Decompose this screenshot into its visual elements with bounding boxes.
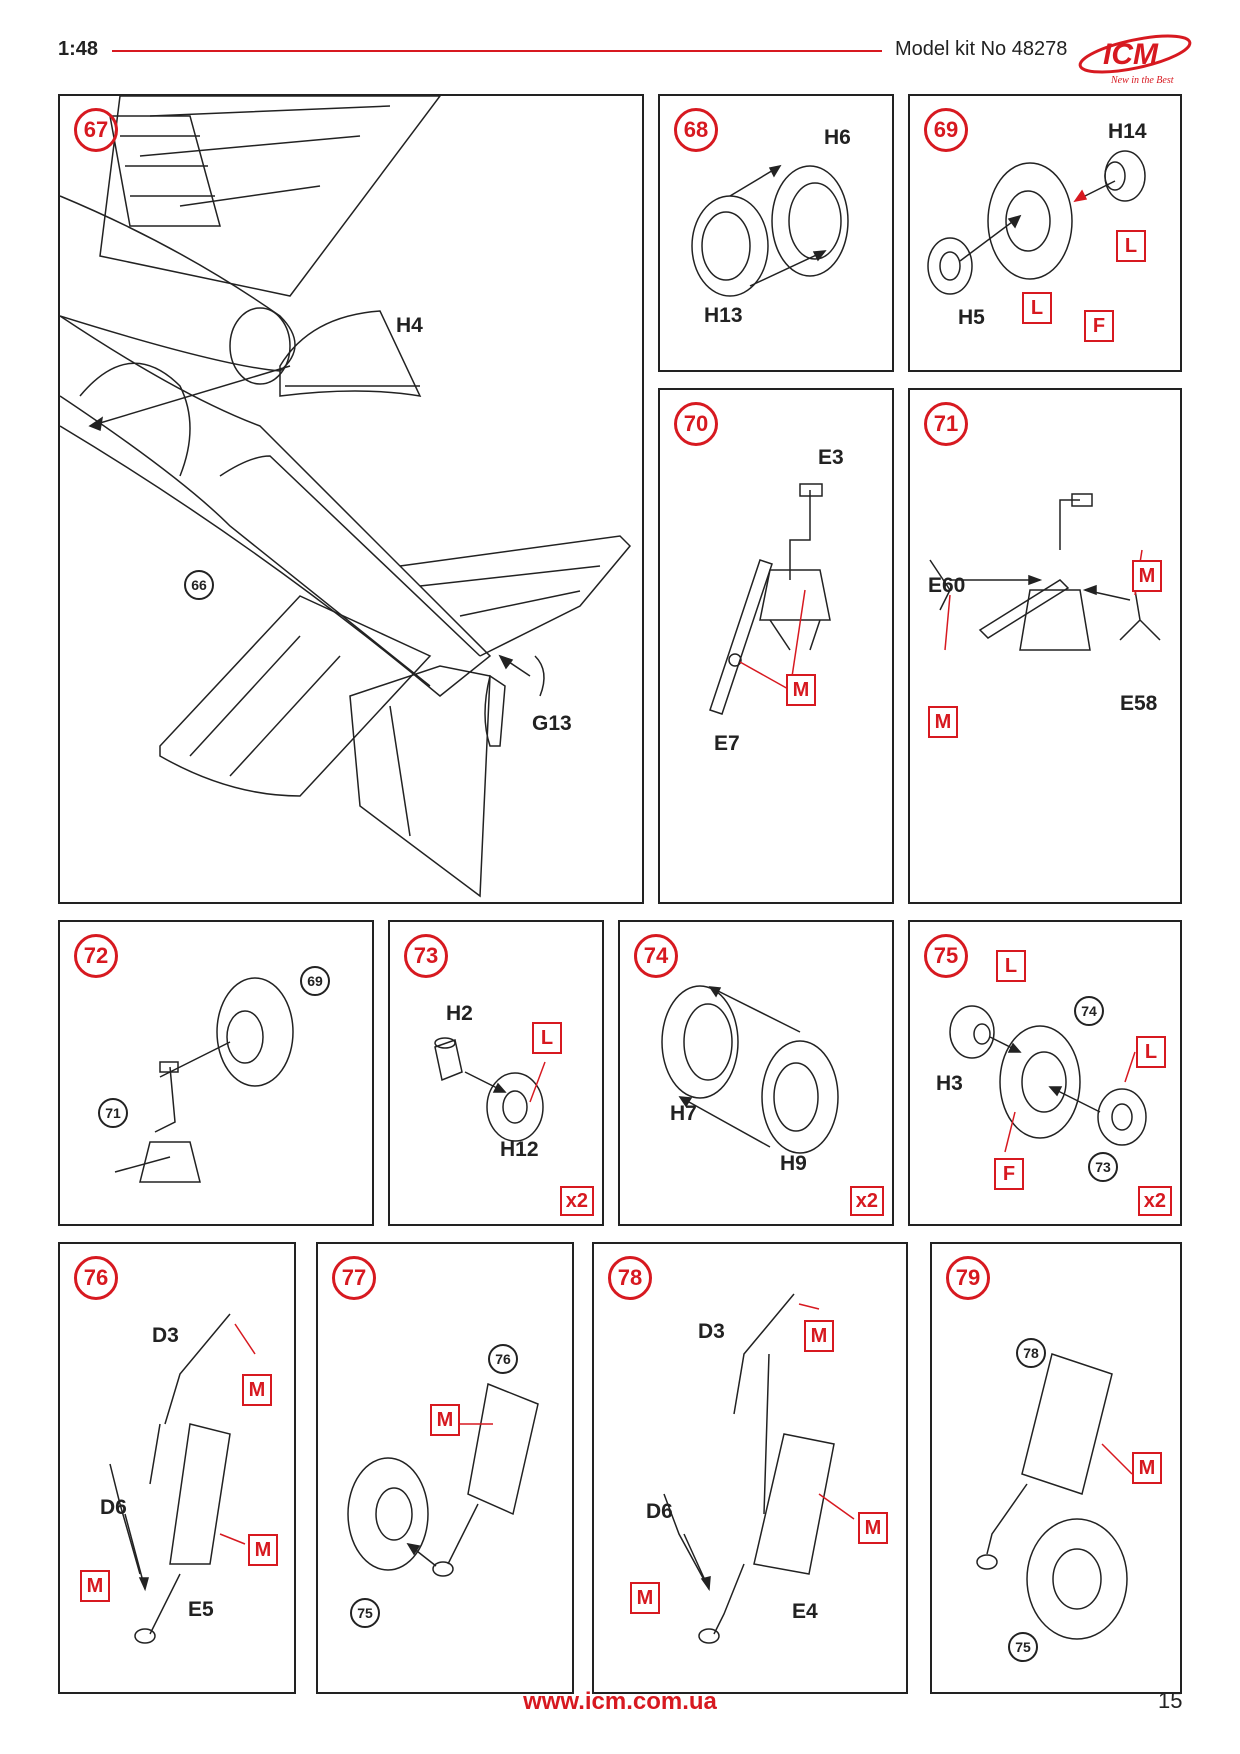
wheel-and-leg-drawing [347,1382,539,1577]
step-number: 76 [74,1256,118,1300]
part-label-d6: D6 [100,1496,127,1519]
part-label-d3: D3 [698,1320,725,1343]
color-tag-m: M [1132,1452,1162,1484]
step-number: 72 [74,934,118,978]
page-number: 15 [1158,1688,1183,1713]
header-rule [112,50,882,52]
part-label-h7: H7 [670,1102,697,1125]
scale-label: 1:48 [58,38,99,60]
kit-number: Model kit No 48278 [895,38,1068,60]
step-ref-76: 76 [488,1344,518,1374]
step-73-panel: 73 H2 H12 L x2 [388,920,604,1226]
step-number: 70 [674,402,718,446]
part-label-d6: D6 [646,1500,673,1523]
color-tag-m: M [630,1582,660,1614]
color-tag-m: M [858,1512,888,1544]
part-label-h13: H13 [704,304,743,327]
color-tag-m: M [430,1404,460,1436]
step-ref-73: 73 [1088,1152,1118,1182]
step-74-panel: 74 H7 H9 x2 [618,920,894,1226]
part-label-e3: E3 [818,446,844,469]
part-label-g13: G13 [532,712,572,735]
part-label-h9: H9 [780,1152,807,1175]
color-tag-m: M [804,1320,834,1352]
step-75-panel: 75 H3 74 73 L L F x2 [908,920,1182,1226]
part-label-e5: E5 [188,1598,214,1621]
color-tag-l: L [1022,292,1052,324]
part-label-e4: E4 [792,1600,818,1623]
color-tag-l: L [1116,230,1146,262]
part-label-h2: H2 [446,1002,473,1025]
part-label-e60: E60 [928,574,966,597]
gear-leg-drawing [109,1313,256,1644]
wheel-assembly-drawing [949,1005,1147,1153]
step-number: 75 [924,934,968,978]
part-label-h4: H4 [396,314,423,337]
step-79-panel: 79 78 75 M [930,1242,1182,1694]
color-tag-m: M [928,706,958,738]
step-76-panel: 76 D3 D6 E5 M M M [58,1242,296,1694]
step-number: 71 [924,402,968,446]
step-ref-75: 75 [1008,1632,1038,1662]
step-68-panel: 68 H6 H13 [658,94,894,372]
step-number: 79 [946,1256,990,1300]
strut-assembly-drawing [929,493,1161,651]
color-tag-m: M [242,1374,272,1406]
step-number: 78 [608,1256,652,1300]
color-tag-m: M [80,1570,110,1602]
color-tag-l: L [532,1022,562,1054]
svg-text:New in the Best: New in the Best [1110,75,1174,86]
website-link[interactable]: www.icm.com.ua [523,1688,717,1715]
color-tag-f: F [1084,310,1114,342]
quantity-badge: x2 [1137,1186,1172,1216]
part-label-h14: H14 [1108,120,1147,143]
step-number: 77 [332,1256,376,1300]
step-ref-74: 74 [1074,996,1104,1026]
step-number: 69 [924,108,968,152]
step-70-panel: 70 E3 E7 M [658,388,894,904]
color-tag-m: M [248,1534,278,1566]
step-72-panel: 72 69 71 [58,920,374,1226]
step-ref-78: 78 [1016,1338,1046,1368]
part-label-h5: H5 [958,306,985,329]
step-number: 68 [674,108,718,152]
part-label-h12: H12 [500,1138,539,1161]
step-number: 74 [634,934,678,978]
icm-logo: ICM New in the Best [1078,34,1192,86]
step-number: 67 [74,108,118,152]
step-ref-75: 75 [350,1598,380,1628]
step-ref-66: 66 [184,570,214,600]
gear-leg-drawing [663,1293,855,1644]
svg-text:ICM: ICM [1103,38,1159,71]
quantity-badge: x2 [559,1186,594,1216]
step-69-panel: 69 H14 H5 L L F [908,94,1182,372]
color-tag-l: L [1136,1036,1166,1068]
step-67-panel: 67 H4 G13 66 [58,94,644,904]
part-label-d3: D3 [152,1324,179,1347]
step-number: 73 [404,934,448,978]
hub-drawing [434,1037,546,1142]
color-tag-l: L [996,950,1026,982]
part-label-h6: H6 [824,126,851,149]
step-ref-71: 71 [98,1098,128,1128]
step-77-panel: 77 76 75 M [316,1242,574,1694]
wheel-assembly-drawing [927,150,1146,295]
color-tag-f: F [994,1158,1024,1190]
aircraft-fuselage-drawing [60,96,632,898]
step-71-panel: 71 E60 E58 M M [908,388,1182,904]
step-ref-69: 69 [300,966,330,996]
color-tag-m: M [786,674,816,706]
wheel-on-strut-drawing [114,977,294,1183]
quantity-badge: x2 [849,1186,884,1216]
part-label-e58: E58 [1120,692,1158,715]
tire-halves-drawing [661,985,839,1154]
color-tag-m: M [1132,560,1162,592]
strut-drawing [709,483,831,715]
tire-halves-drawing [691,164,849,297]
completed-gear-drawing [976,1353,1133,1640]
part-label-e7: E7 [714,732,740,755]
part-label-h3: H3 [936,1072,963,1095]
step-78-panel: 78 D3 D6 E4 M M M [592,1242,908,1694]
